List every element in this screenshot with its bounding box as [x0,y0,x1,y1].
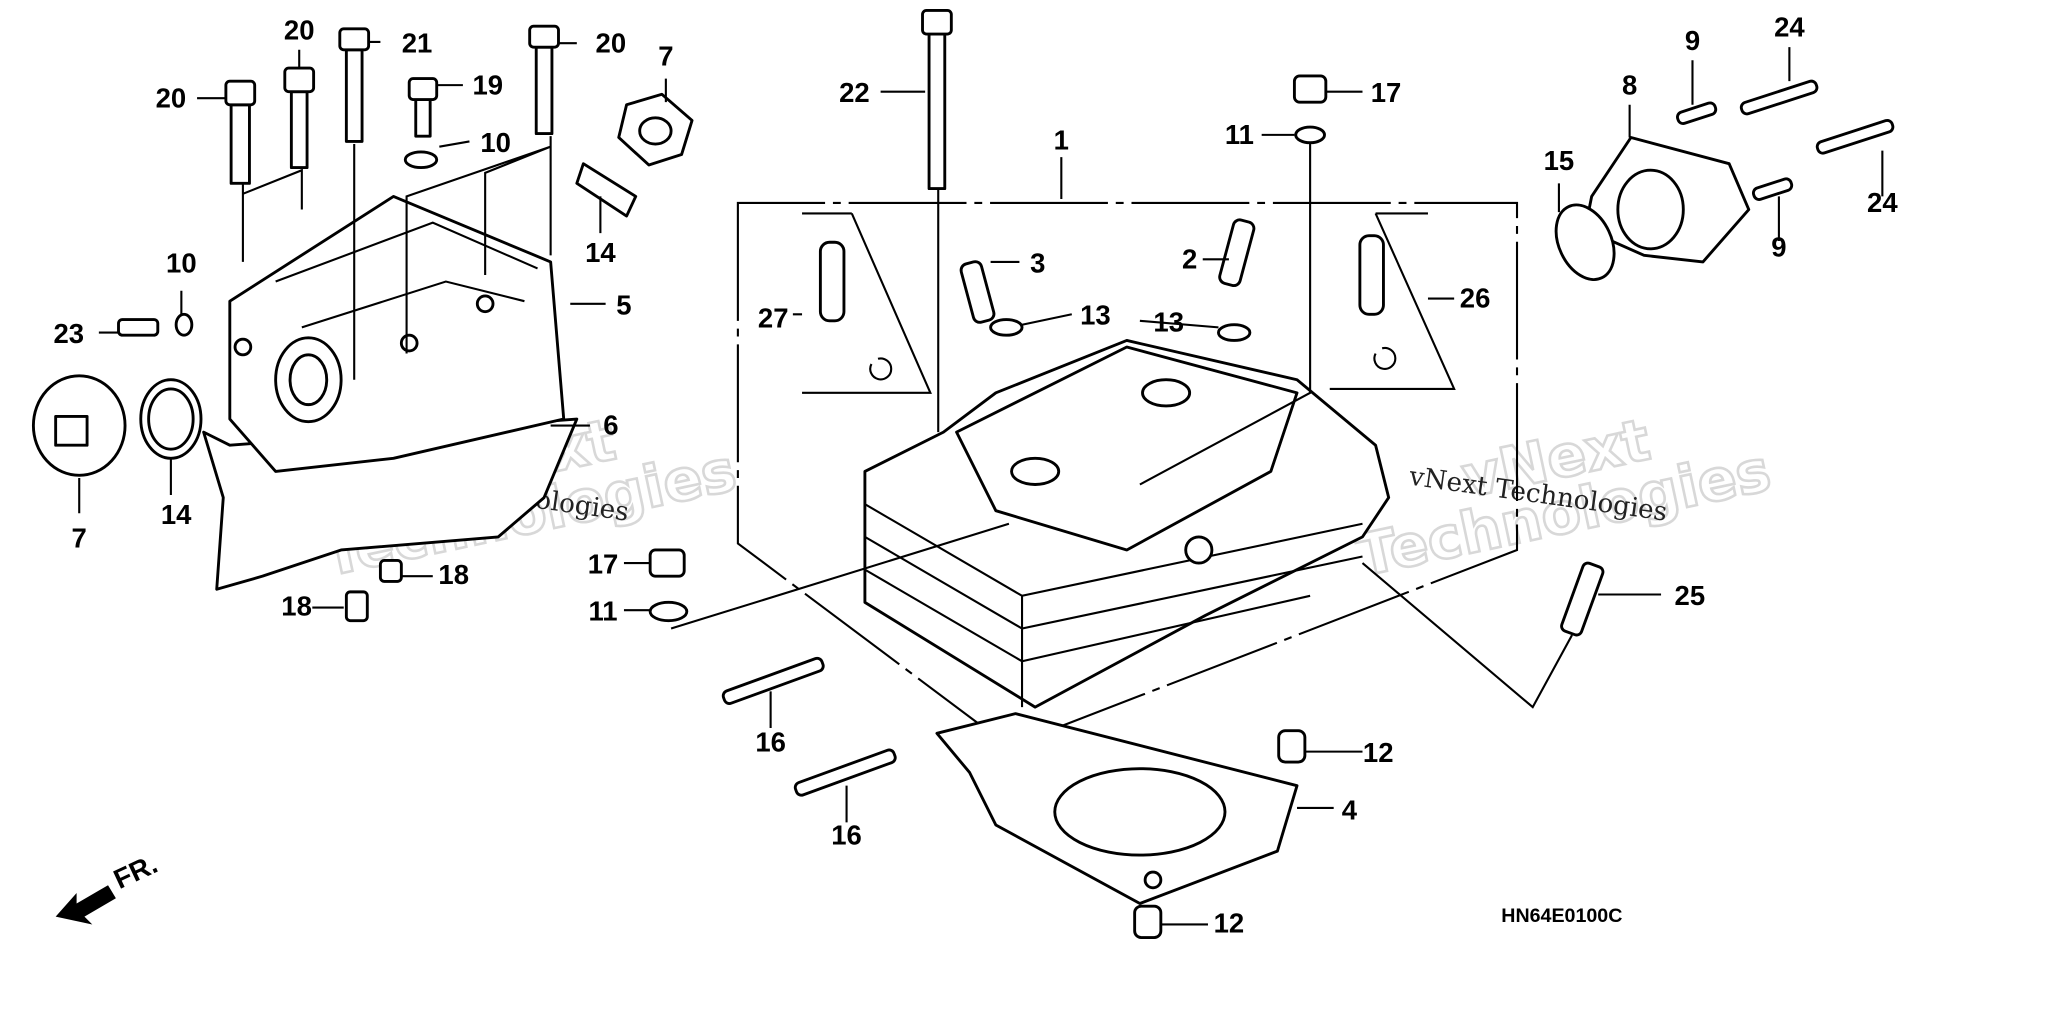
callout-label: 12 [1214,907,1245,938]
callout-label: 16 [831,820,862,851]
callout-labels: 20 20 21 19 20 7 10 10 23 5 14 6 7 14 18… [53,12,1898,939]
callout-label: 16 [755,727,786,758]
part-dowel-18b [344,590,369,623]
part-cylinder-head [863,339,1391,905]
callout-label: 2 [1182,243,1197,274]
part-nut-17-top [1292,74,1328,104]
part-dowel-12a [1277,729,1307,764]
fasteners-head [648,9,1605,940]
callout-label: 20 [156,82,187,113]
part-bolt-24b [1815,118,1895,155]
callout-label: 25 [1675,580,1706,611]
callout-label: 15 [1544,145,1575,176]
part-insulator-8 [1554,79,1895,281]
part-oring-14-top [575,162,638,218]
part-oring-13a [989,318,1024,337]
callout-label: 18 [281,590,312,621]
callout-label: 10 [166,247,197,278]
arrow-icon [55,885,116,925]
part-dowel-18a [378,559,403,583]
callout-label: 27 [758,302,789,333]
part-guide-26 [1358,234,1385,316]
valve-guides [818,218,1397,381]
callout-label: 21 [402,27,433,58]
part-dowel-12b [1133,904,1163,940]
svg-text:FR.: FR. [109,848,162,895]
part-bolt-24a [1739,79,1819,116]
callout-label: 13 [1080,300,1111,331]
callout-label: 18 [438,559,469,590]
part-oring-15 [1554,203,1616,281]
part-stud-9a [1676,101,1718,125]
part-guide-2 [1218,218,1256,288]
callout-label: 24 [1867,187,1898,218]
part-bolt-22 [927,29,947,191]
callout-label: 7 [72,522,87,553]
callout-label: 11 [588,596,617,627]
front-direction-arrow: FR. [55,848,162,925]
callout-label: 24 [1774,12,1805,43]
callout-label: 19 [472,69,503,100]
callout-label: 26 [1460,283,1491,314]
callout-label: 17 [1371,77,1402,108]
callout-label: 23 [53,318,84,349]
part-guide-3 [959,260,996,324]
callout-label: 9 [1685,25,1700,56]
bolts-cover [31,24,694,623]
part-guide-27 [818,240,846,323]
part-stud-9b [1751,177,1794,201]
callout-label: 14 [161,499,192,530]
callout-label: 8 [1622,69,1637,100]
callout-label: 9 [1771,232,1786,263]
part-oring-13b [1217,323,1252,342]
part-stud-16b [793,748,897,797]
callout-label: 20 [596,27,627,58]
part-head-cover [202,194,579,591]
callout-label: 10 [480,127,511,158]
callout-label: 12 [1363,737,1394,768]
part-nut-17-left [648,548,686,578]
group-bracket-1 [736,201,1519,748]
leader-lines [78,40,1884,926]
callout-label: 11 [1225,119,1254,150]
diagram-code: HN64E0100C [1501,905,1622,927]
part-stud-16a [721,656,825,705]
watermark-right: vNext Technologies vNext Technologies [1350,405,1778,591]
part-washer-11-top [1294,125,1326,145]
callout-label: 5 [616,289,631,320]
part-spark-plug-25 [1560,561,1605,637]
callout-label: 22 [839,77,870,108]
callout-label: 7 [658,40,673,71]
callout-label: 1 [1054,124,1069,155]
callout-label: 6 [603,410,618,441]
callout-label: 20 [284,14,315,45]
callout-label: 17 [588,549,619,580]
callout-label: 13 [1153,306,1184,337]
part-washer-11-left [648,600,689,623]
callout-label: 4 [1342,795,1358,826]
callout-label: 14 [585,237,616,268]
callout-label: 3 [1030,247,1045,278]
